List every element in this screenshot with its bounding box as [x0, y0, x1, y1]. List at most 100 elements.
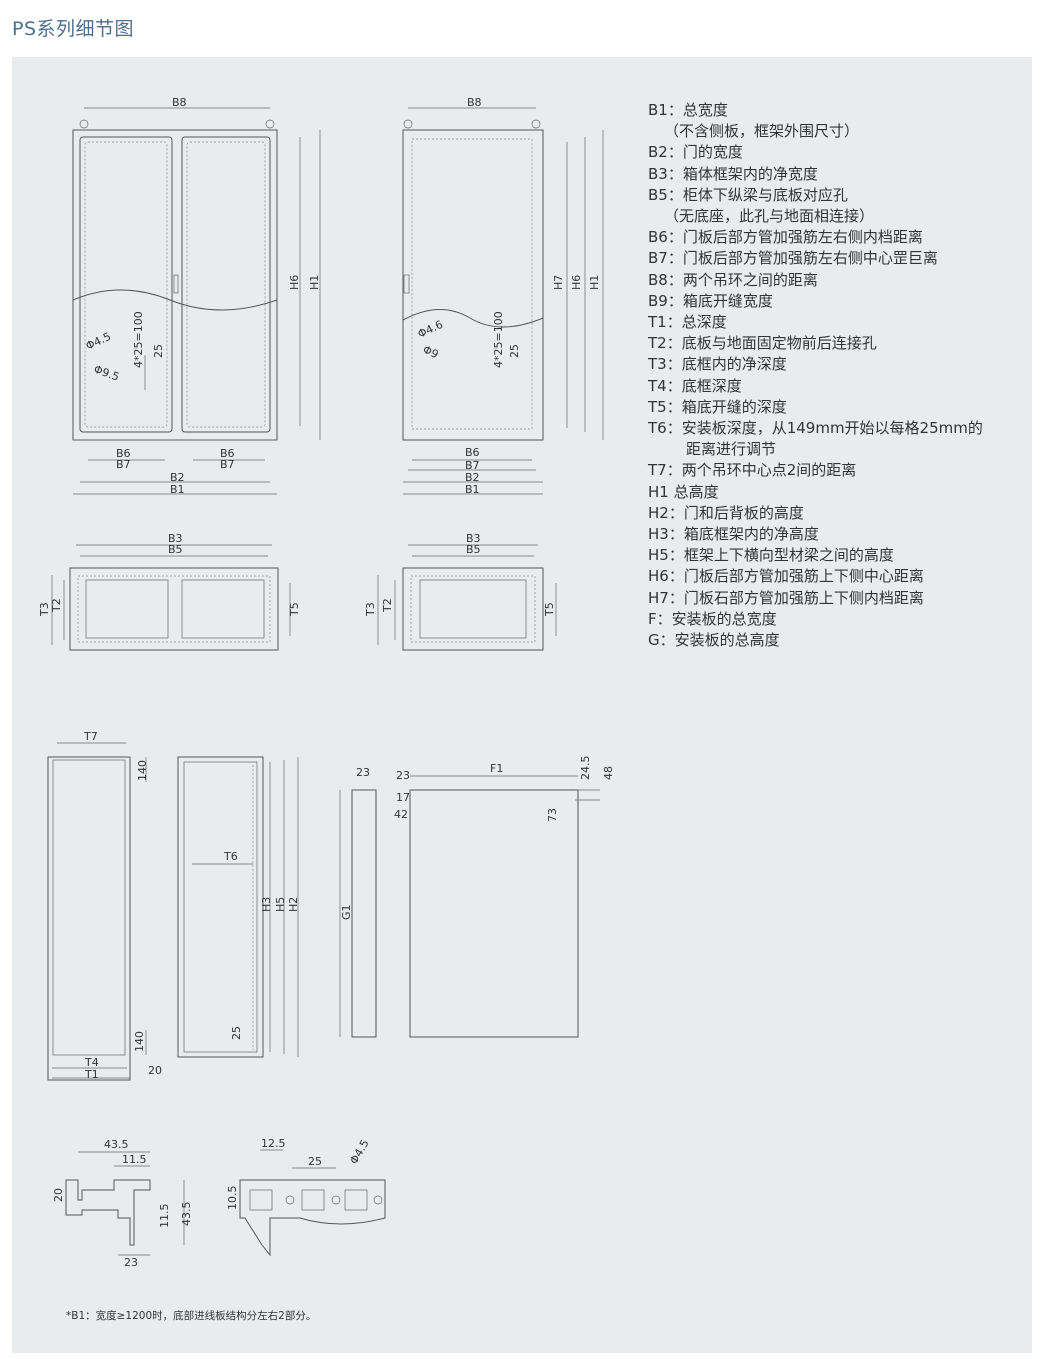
label-11-5: 11.5 [158, 1204, 171, 1229]
label-t2: T2 [50, 598, 63, 613]
label-23: 23 [356, 766, 370, 779]
label-pitch: 4*25=100 [132, 311, 145, 368]
label-t3: T3 [38, 602, 51, 617]
label-b7: B7 [465, 459, 480, 472]
single-plan-view: B3 B5 T3 T2 T5 [364, 532, 557, 651]
legend-item: H1 总高度 [648, 482, 719, 501]
legend-item: B9：箱底开缝宽度 [648, 291, 773, 310]
legend-item: T1：总深度 [648, 313, 727, 332]
label-b8: B8 [467, 96, 482, 109]
label-140: 140 [136, 760, 149, 781]
dimension-legend: B1：总宽度 （不含侧板，框架外围尺寸） B2：门的宽度 B3：箱体框架内的净宽度 B5… [648, 100, 983, 651]
label-b1: B1 [465, 483, 480, 496]
single-door-front-view: B8 H7 H6 H1 B6 B7 B2 B1 Φ4.6 Φ9 4*25=100… [402, 96, 604, 496]
double-plan-view: B3 B5 T3 T2 T5 [38, 532, 301, 651]
label-48: 48 [602, 766, 615, 780]
label-pitch: 4*25=100 [492, 311, 505, 368]
label-b5: B5 [168, 543, 183, 556]
legend-item: F：安装板的总宽度 [648, 609, 777, 628]
label-b2: B2 [465, 471, 480, 484]
label-t5: T5 [543, 602, 556, 617]
label-b5: B5 [466, 543, 481, 556]
label-b7: B7 [220, 458, 235, 471]
label-phi45: Φ4.5 [84, 330, 113, 353]
label-43-5: 43.5 [104, 1138, 129, 1151]
label-h2: H2 [287, 897, 300, 912]
label-25: 25 [230, 1026, 243, 1040]
hole-pattern-detail: 12.5 25 Φ4.5 10.5 [226, 1137, 386, 1257]
legend-item: B6：门板后部方管加强筋左右侧内档距离 [648, 228, 923, 247]
label-phi45: Φ4.5 [347, 1137, 371, 1166]
label-b6: B6 [220, 447, 235, 460]
section-view: T6 H3 H5 H2 25 [177, 756, 300, 1058]
label-b6: B6 [116, 447, 131, 460]
legend-item: T6：安装板深度，从149mm开始以每格25mm的 [648, 419, 983, 438]
label-b6: B6 [465, 446, 480, 459]
label-h7: H7 [552, 275, 565, 290]
label-h5: H5 [274, 897, 287, 912]
label-25: 25 [508, 344, 521, 358]
label-11-5: 11.5 [122, 1153, 147, 1166]
label-25: 25 [308, 1155, 322, 1168]
legend-item: H3：箱底框架内的净高度 [648, 525, 819, 544]
legend-item: T2：底板与地面固定物前后连接孔 [648, 334, 877, 353]
label-t5: T5 [288, 602, 301, 617]
legend-item: B8：两个吊环之间的距离 [648, 270, 818, 289]
label-h3: H3 [260, 897, 273, 912]
label-phi95: Φ9.5 [92, 363, 121, 384]
label-phi46: Φ4.6 [416, 318, 445, 341]
footnote: *B1：宽度≥1200时，底部进线板结构分左右2部分。 [66, 1310, 317, 1322]
label-t6: T6 [223, 850, 238, 863]
double-door-front-view: B8 H6 H1 B6 B7 B6 B7 B2 B1 Φ4.5 Φ9.5 4*2… [72, 96, 321, 496]
label-b1: B1 [170, 483, 185, 496]
legend-item: B5：柜体下纵梁与底板对应孔 [648, 185, 848, 204]
label-25: 25 [152, 344, 165, 358]
label-20: 20 [148, 1064, 162, 1077]
profile-section: 43.5 11.5 20 11.5 43.5 23 [52, 1138, 193, 1269]
legend-item: B3：箱体框架内的净宽度 [648, 164, 818, 183]
label-f1: F1 [490, 762, 503, 775]
legend-item: B1：总宽度 [648, 101, 728, 119]
legend-item: 距离进行调节 [686, 440, 777, 459]
label-42: 42 [394, 808, 408, 821]
legend-item: T7：两个吊环中心点2间的距离 [648, 461, 857, 480]
label-12-5: 12.5 [261, 1137, 286, 1150]
label-h1: H1 [308, 275, 321, 290]
label-17: 17 [396, 791, 410, 804]
label-20: 20 [52, 1188, 65, 1202]
legend-item: （无底座，此孔与地面相连接） [664, 207, 875, 226]
label-t1: T1 [84, 1068, 99, 1081]
legend-item: H6：门板后部方管加强筋上下侧中心距离 [648, 567, 924, 586]
legend-item: T5：箱底开缝的深度 [648, 397, 787, 416]
label-g1: G1 [340, 904, 353, 920]
label-t2: T2 [381, 598, 394, 613]
label-t4: T4 [84, 1056, 99, 1069]
legend-item: B7：门板后部方管加强筋左右侧中心罡巨离 [648, 249, 938, 268]
label-10-5: 10.5 [226, 1186, 239, 1211]
legend-item: B2：门的宽度 [648, 143, 743, 162]
label-b2: B2 [170, 471, 185, 484]
legend-item: （不含侧板，框架外围尺寸） [664, 122, 860, 141]
label-73: 73 [546, 808, 559, 822]
legend-item: T4：底框深度 [648, 376, 742, 395]
label-h6: H6 [570, 275, 583, 290]
legend-item: H7：门板石部方管加强筋上下侧内档距离 [648, 588, 924, 607]
label-b3: B3 [466, 532, 481, 545]
label-phi9: Φ9 [421, 343, 441, 361]
label-h6: H6 [288, 275, 301, 290]
label-23: 23 [124, 1256, 138, 1269]
label-h1: H1 [588, 275, 601, 290]
label-b3: B3 [168, 532, 183, 545]
label-43-5: 43.5 [180, 1202, 193, 1227]
legend-item: H5：框架上下横向型材梁之间的高度 [648, 546, 894, 565]
mounting-plate: 23 23 17 42 F1 24.5 48 73 G1 [339, 756, 615, 1038]
label-23: 23 [396, 769, 410, 782]
legend-item: G：安装板的总高度 [648, 631, 780, 650]
legend-item: T3：底框内的净深度 [648, 355, 787, 374]
label-140: 140 [133, 1031, 146, 1052]
legend-item: H2：门和后背板的高度 [648, 503, 804, 522]
label-b8: B8 [172, 96, 187, 109]
label-t7: T7 [83, 730, 98, 743]
page-title: PS系列细节图 [12, 18, 135, 40]
